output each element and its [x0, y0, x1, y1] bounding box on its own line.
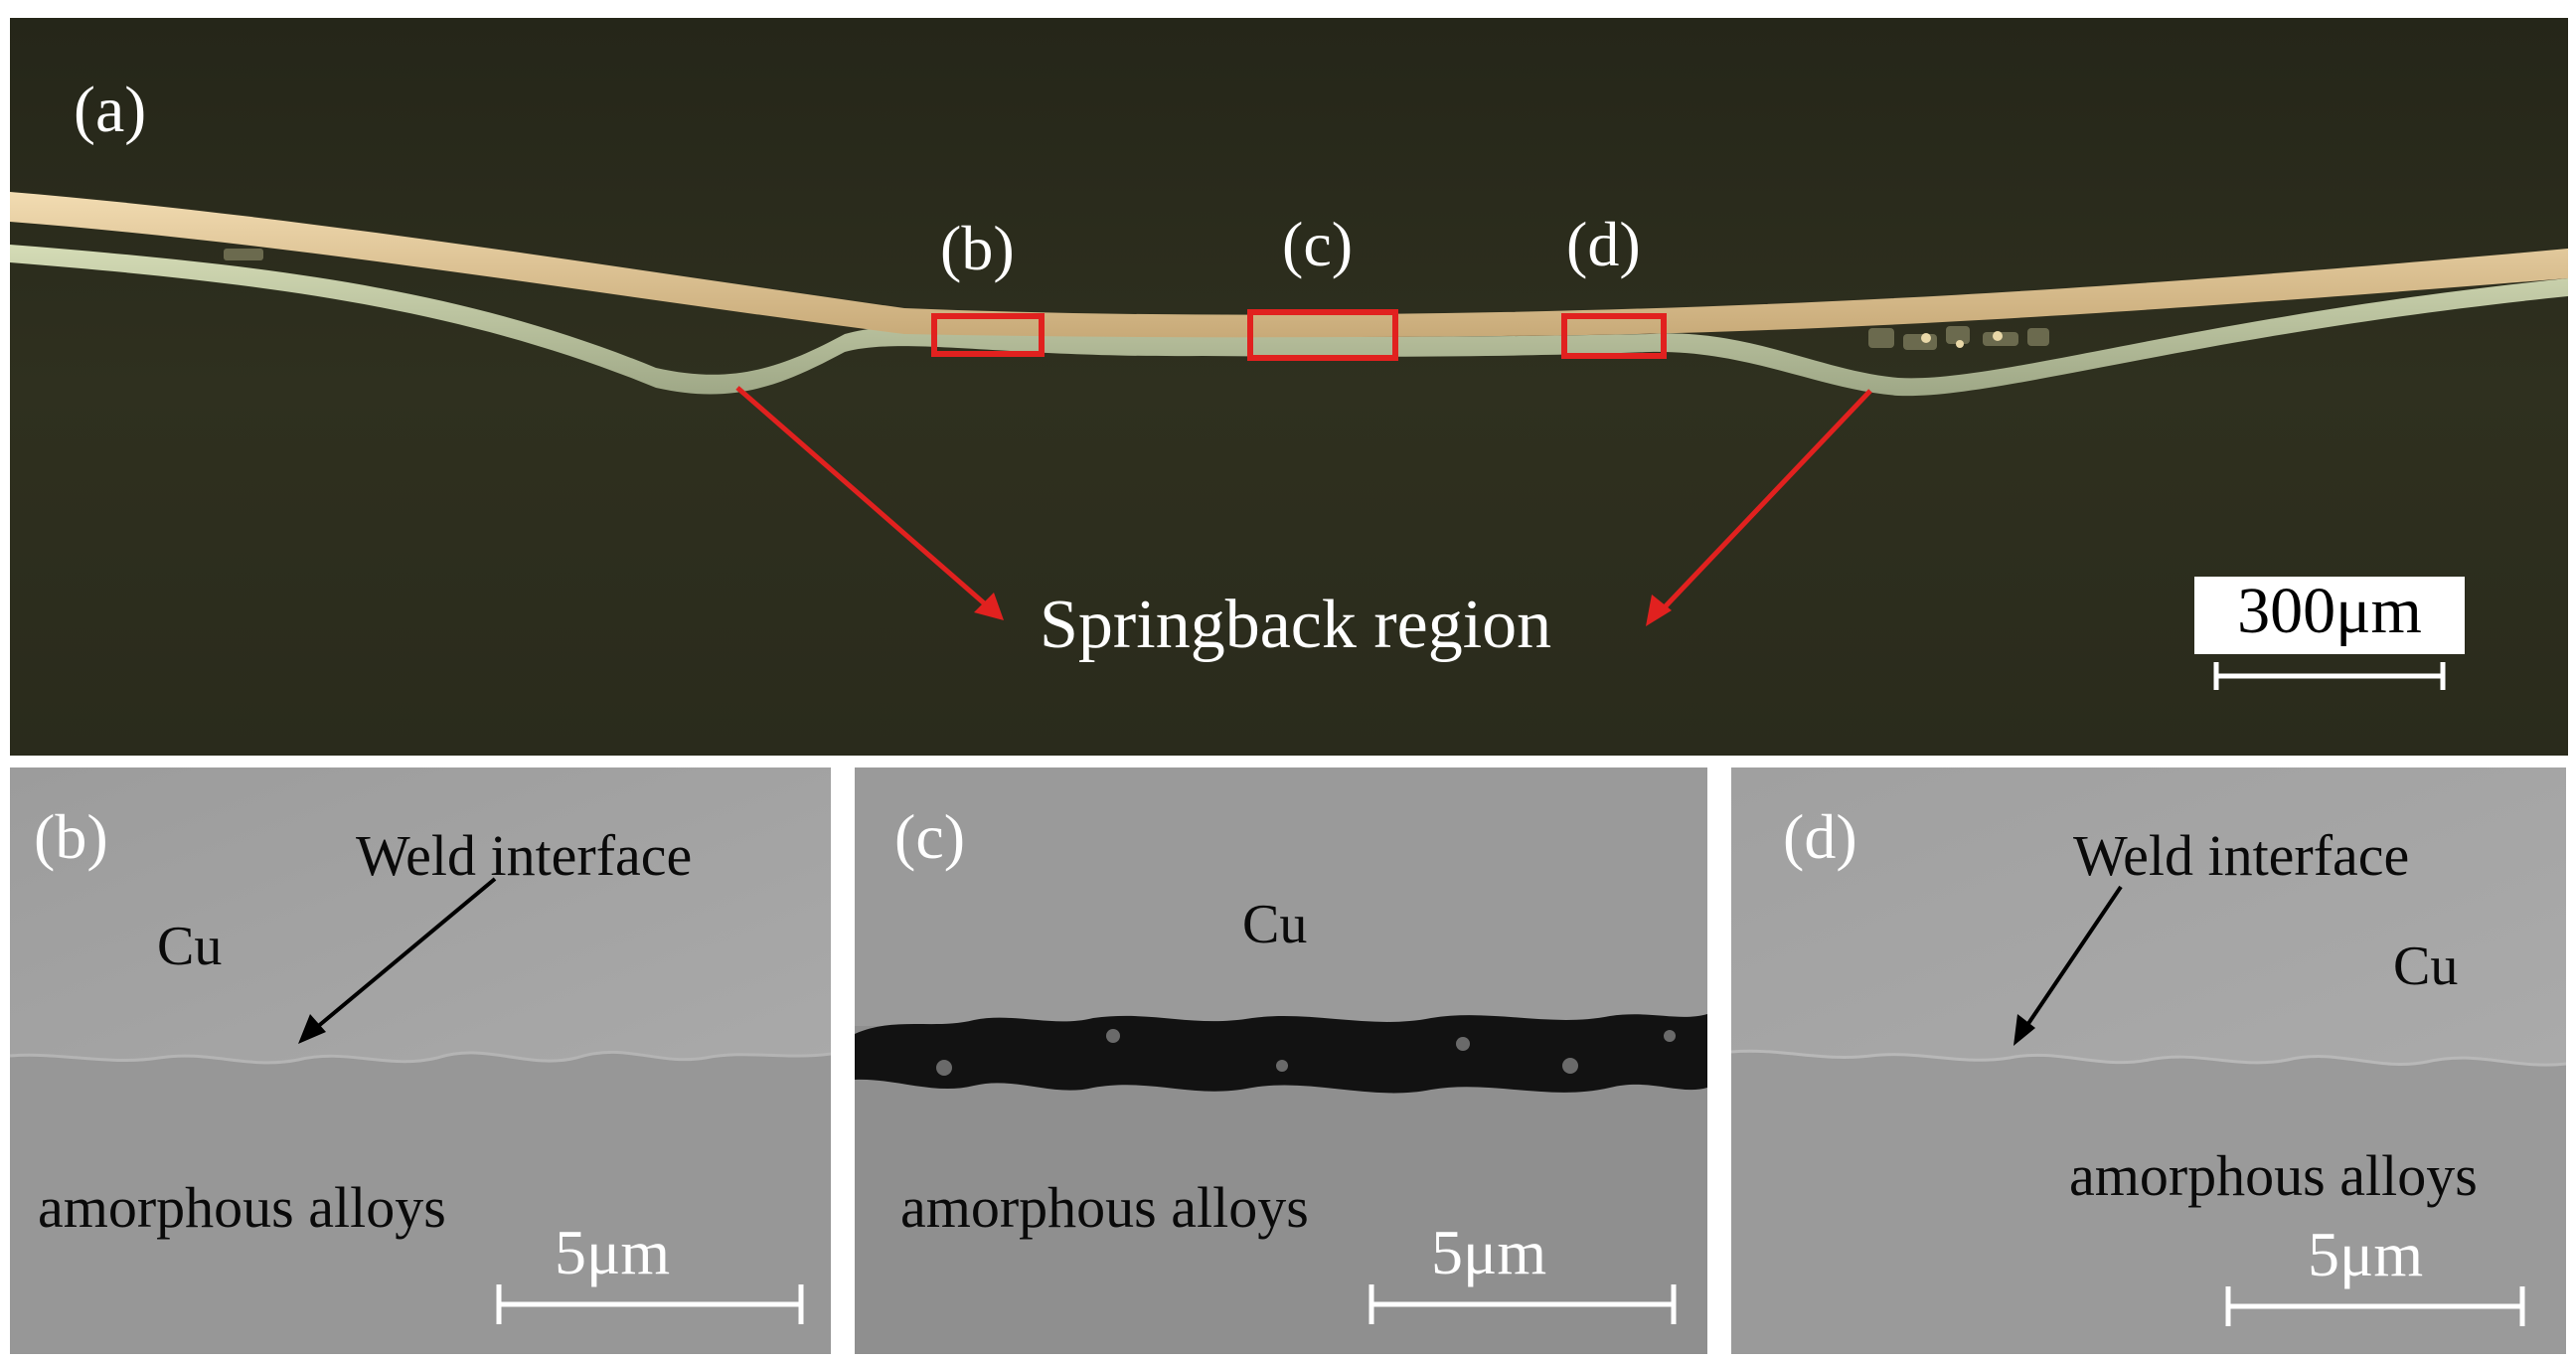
panel-a-optical-micrograph: (a) (b) (c) (d) Springback region 300μm [10, 18, 2568, 756]
springback-arrows [735, 386, 1872, 626]
scale-bar-5um-line-b [496, 1284, 804, 1324]
scale-bar-5um-label-d: 5μm [2308, 1219, 2424, 1289]
weld-arrow-d [2013, 885, 2123, 1046]
weld-interface-label-b: Weld interface [356, 823, 693, 888]
panel-c-label: (c) [894, 801, 966, 872]
scale-bar-5um-label-b: 5μm [555, 1217, 671, 1287]
gap-debris-c [936, 1029, 1676, 1076]
weld-interface-label-d: Weld interface [2073, 823, 2410, 888]
cu-label-c: Cu [1242, 894, 1308, 955]
region-box-d [1561, 313, 1667, 359]
scale-bar-5um-label-c: 5μm [1431, 1217, 1547, 1287]
panel-d-sem-image: (d) Weld interface Cu amorphous alloys 5… [1731, 767, 2566, 1354]
region-label-c: (c) [1282, 209, 1354, 279]
weld-gap-c [855, 1014, 1707, 1094]
panel-b-sem-image: (b) Weld interface Cu amorphous alloys 5… [10, 767, 831, 1354]
cu-label-b: Cu [157, 916, 223, 977]
amorphous-label-c: amorphous alloys [900, 1175, 1309, 1240]
region-label-d: (d) [1566, 209, 1641, 279]
region-box-b [931, 313, 1045, 357]
scale-bar-300um-label: 300μm [2194, 577, 2465, 654]
region-label-b: (b) [940, 213, 1015, 283]
dark-background [10, 18, 2568, 756]
panel-a-image [10, 18, 2568, 756]
panel-c-sem-image: (c) Cu amorphous alloys 5μm [855, 767, 1707, 1354]
weld-arrow-b [298, 877, 497, 1044]
copper-region-c [855, 767, 1707, 1026]
weld-interface-b [10, 1050, 831, 1065]
cu-label-d: Cu [2393, 936, 2459, 997]
panel-a-label: (a) [74, 74, 147, 146]
springback-region-annotation: Springback region [1040, 587, 1552, 663]
scale-bar-5um-line-d [2225, 1286, 2525, 1326]
panel-b-label: (b) [34, 801, 108, 872]
weld-interface-d [1731, 1049, 2566, 1067]
region-box-c [1247, 309, 1398, 361]
scale-bar-300um-line [2213, 662, 2446, 690]
amorphous-label-b: amorphous alloys [38, 1175, 446, 1240]
copper-strip [10, 192, 2568, 338]
copper-region-d [1731, 767, 2566, 1066]
copper-region-b [10, 767, 831, 1063]
amorphous-label-d: amorphous alloys [2069, 1143, 2478, 1208]
panel-d-label: (d) [1783, 801, 1857, 872]
scale-bar-5um-line-c [1368, 1284, 1677, 1324]
